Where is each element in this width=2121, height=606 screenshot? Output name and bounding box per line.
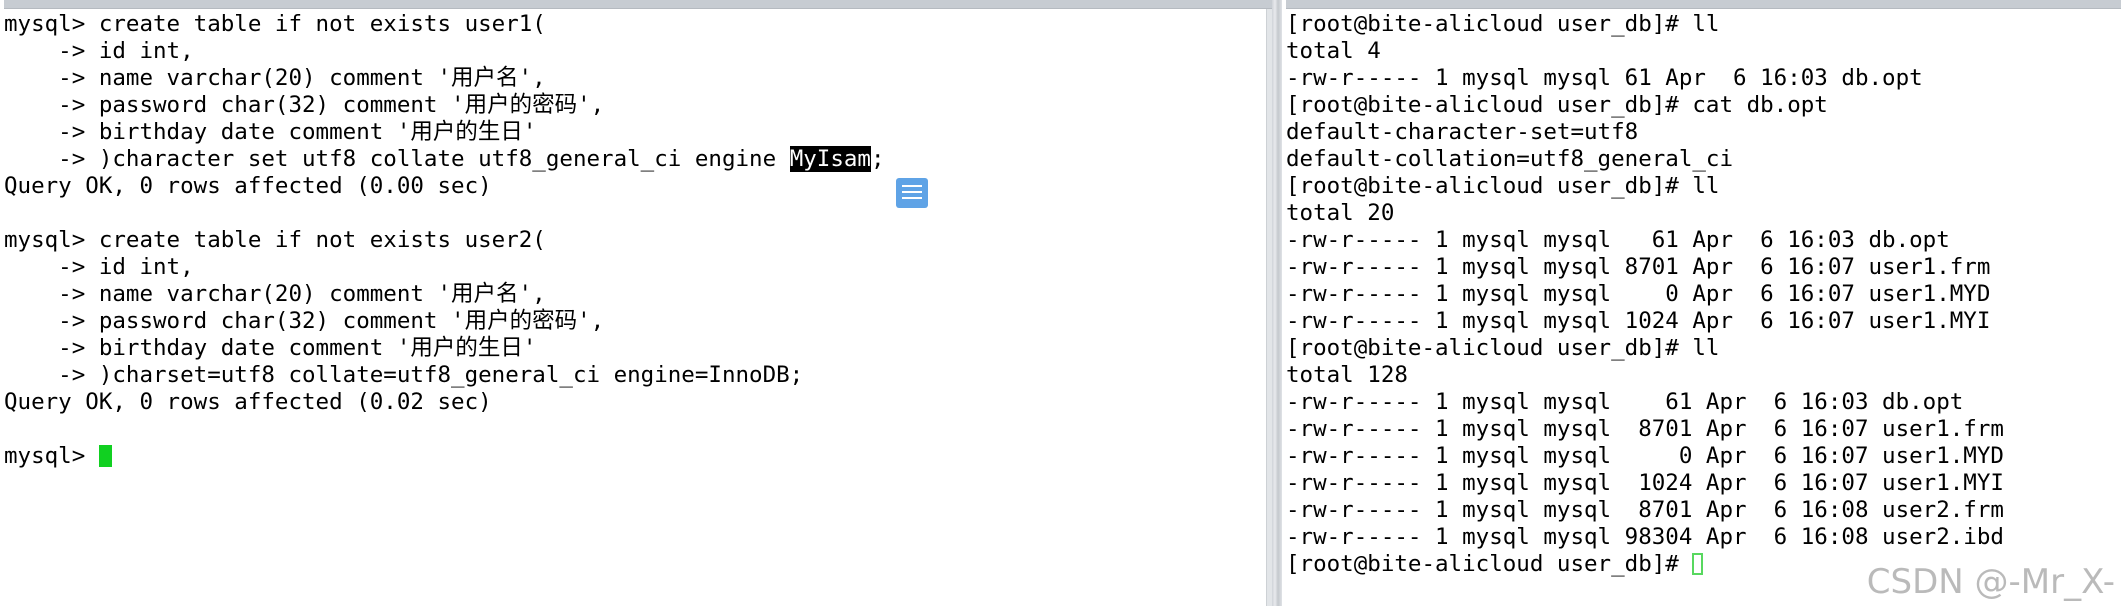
- terminal-line: -rw-r----- 1 mysql mysql 8701 Apr 6 16:0…: [1286, 497, 2004, 523]
- terminal-line: mysql> create table if not exists user2(: [4, 227, 546, 253]
- terminal-output[interactable]: mysql> create table if not exists user1(…: [4, 9, 1272, 470]
- terminal-line-text: -> )character set utf8 collate utf8_gene…: [4, 146, 790, 172]
- terminal-line: default-character-set=utf8: [1286, 119, 1639, 145]
- terminal-scrollbar[interactable]: [1266, 9, 1272, 606]
- terminal-top-bar: [4, 0, 1272, 9]
- terminal-line: default-collation=utf8_general_ci: [1286, 146, 1734, 172]
- terminal-line: Query OK, 0 rows affected (0.00 sec): [4, 173, 492, 199]
- terminal-line: mysql> create table if not exists user1(: [4, 11, 546, 37]
- terminal-prompt-line[interactable]: [root@bite-alicloud user_db]#: [1286, 551, 2121, 578]
- terminal-cursor: [98, 445, 112, 467]
- terminal-line: -> id int,: [4, 254, 194, 280]
- shell-terminal-pane[interactable]: [root@bite-alicloud user_db]# ll total 4…: [1282, 0, 2121, 606]
- terminal-line: [4, 200, 1272, 227]
- terminal-prompt: mysql>: [4, 443, 99, 469]
- mysql-terminal-pane[interactable]: mysql> create table if not exists user1(…: [0, 0, 1272, 606]
- terminal-line: -rw-r----- 1 mysql mysql 98304 Apr 6 16:…: [1286, 524, 2004, 550]
- terminal-prompt-line[interactable]: mysql>: [4, 443, 1272, 470]
- terminal-output[interactable]: [root@bite-alicloud user_db]# ll total 4…: [1286, 9, 2121, 578]
- terminal-line: -rw-r----- 1 mysql mysql 61 Apr 6 16:03 …: [1286, 227, 1950, 253]
- terminal-line: total 128: [1286, 362, 1408, 388]
- terminal-line: -> )charset=utf8 collate=utf8_general_ci…: [4, 362, 804, 388]
- terminal-line: [root@bite-alicloud user_db]# ll: [1286, 173, 1720, 199]
- terminal-line: -> id int,: [4, 38, 194, 64]
- note-icon[interactable]: [896, 178, 928, 208]
- terminal-line-with-selection: -> )character set utf8 collate utf8_gene…: [4, 146, 1272, 173]
- terminal-line-text: ;: [870, 146, 885, 172]
- terminal-line: Query OK, 0 rows affected (0.02 sec): [4, 389, 492, 415]
- terminal-line: -rw-r----- 1 mysql mysql 0 Apr 6 16:07 u…: [1286, 281, 1991, 307]
- terminal-line: -> birthday date comment '用户的生日': [4, 119, 537, 145]
- terminal-line: -rw-r----- 1 mysql mysql 1024 Apr 6 16:0…: [1286, 470, 2004, 496]
- terminal-line: -> name varchar(20) comment '用户名',: [4, 65, 546, 91]
- terminal-line: [root@bite-alicloud user_db]# ll: [1286, 335, 1720, 361]
- terminal-cursor: [1692, 553, 1704, 575]
- terminal-line: -> password char(32) comment '用户的密码',: [4, 92, 605, 118]
- terminal-line: [4, 416, 1272, 443]
- terminal-line: -> birthday date comment '用户的生日': [4, 335, 537, 361]
- terminal-top-bar: [1286, 0, 2121, 9]
- terminal-line: -rw-r----- 1 mysql mysql 8701 Apr 6 16:0…: [1286, 254, 1991, 280]
- terminal-line: -rw-r----- 1 mysql mysql 1024 Apr 6 16:0…: [1286, 308, 1991, 334]
- terminal-line: -> password char(32) comment '用户的密码',: [4, 308, 605, 334]
- terminal-line: [root@bite-alicloud user_db]# ll: [1286, 11, 1720, 37]
- terminal-line: -rw-r----- 1 mysql mysql 8701 Apr 6 16:0…: [1286, 416, 2004, 442]
- terminal-line: -> name varchar(20) comment '用户名',: [4, 281, 546, 307]
- terminal-line: -rw-r----- 1 mysql mysql 61 Apr 6 16:03 …: [1286, 65, 1923, 91]
- watermark: CSDN @-Mr_X-: [1866, 562, 2115, 602]
- pane-divider[interactable]: [1272, 0, 1282, 606]
- terminal-line: -rw-r----- 1 mysql mysql 61 Apr 6 16:03 …: [1286, 389, 1964, 415]
- terminal-line: total 4: [1286, 38, 1381, 64]
- selected-text[interactable]: MyIsam: [789, 146, 871, 172]
- terminal-line: -rw-r----- 1 mysql mysql 0 Apr 6 16:07 u…: [1286, 443, 2004, 469]
- terminal-prompt: [root@bite-alicloud user_db]#: [1286, 551, 1693, 577]
- terminal-line: total 20: [1286, 200, 1395, 226]
- terminal-line: [root@bite-alicloud user_db]# cat db.opt: [1286, 92, 1828, 118]
